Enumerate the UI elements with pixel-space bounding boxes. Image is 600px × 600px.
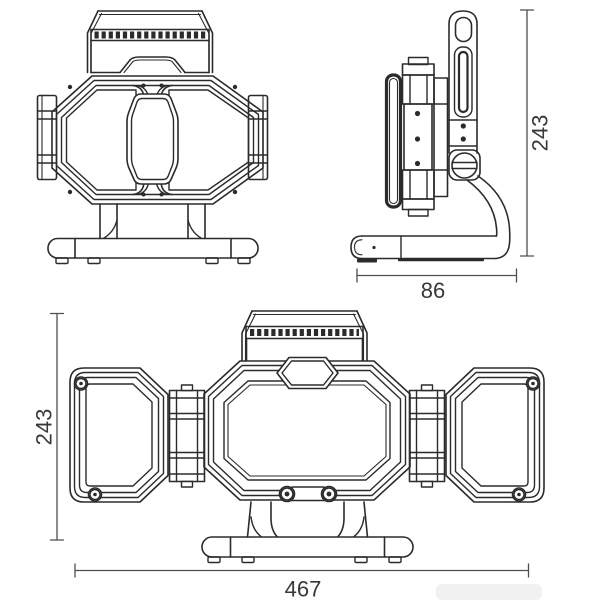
folding-handle [126,93,179,185]
folded-back-panel [86,10,214,74]
unfolded-hinge-right [408,384,446,488]
dimension-side-height-label: 243 [528,115,553,152]
folded-side-clips [36,94,269,181]
side-lamp-stack [384,56,449,217]
dimension-unfolded-width: 467 [74,563,530,600]
unfolded-center-panel [203,356,411,501]
unfolded-left-panel [69,367,169,503]
stand-base [47,237,259,259]
hinge-strip [245,325,364,340]
unfolded-right-panel [445,367,545,503]
folded-lamp-heads [51,75,264,205]
side-view [350,10,511,263]
dimension-unfolded-height-label: 243 [32,409,57,446]
dimension-unfolded-width-label: 467 [285,577,322,600]
side-handle [448,10,478,154]
unfolded-hinge-left [168,384,206,488]
faded-watermark-smudge [436,584,542,600]
folded-stand [47,203,259,265]
dimension-unfolded-height: 243 [32,312,65,541]
folded-front-view [36,10,269,265]
stand-base [201,536,414,558]
carry-handle [276,356,339,390]
side-stand-base [350,175,511,263]
unfolded-front-view [69,310,545,564]
dimension-side-height: 243 [519,9,553,257]
side-pivot [448,149,481,181]
dimension-side-depth-label: 86 [421,278,445,303]
unfolded-stand [201,485,414,564]
carry-handle-arch [119,56,186,74]
handle-hole [454,16,473,43]
curved-leg [477,175,511,260]
mount-bracket [291,486,325,502]
dimension-side-depth: 86 [356,268,518,303]
